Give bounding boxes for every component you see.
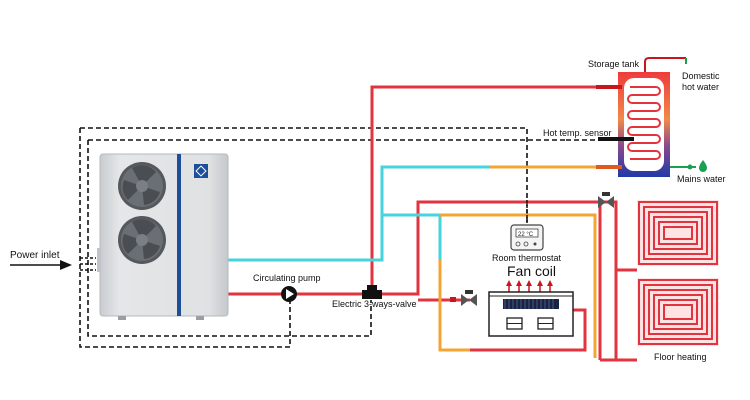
fan-icon (118, 162, 166, 210)
brand-logo-icon (194, 164, 208, 178)
fan-coil: Fan coil (488, 263, 574, 337)
fan-coil-label: Fan coil (507, 263, 556, 279)
electric-3-way-valve: Electric 3-ways-valve (332, 285, 417, 309)
circulating-pump: Circulating pump (253, 273, 321, 302)
balance-valve-icon (598, 192, 614, 208)
power-inlet-label: Power inlet (10, 250, 60, 261)
room-thermostat-label: Room thermostat (492, 253, 562, 263)
mains-water-label: Mains water (677, 174, 726, 184)
room-thermostat: 22 °C Room thermostat (492, 200, 562, 263)
hot-temp-sensor-label: Hot temp. sensor (543, 128, 612, 138)
floor-heating: Floor heating (637, 200, 719, 362)
heat-pump-unit (97, 153, 229, 320)
thermostat-display: 22 °C (518, 232, 534, 238)
balance-valve-icon (450, 290, 477, 306)
domestic-hot-water-label-1: Domestic (682, 71, 720, 81)
temp-sensor-icon (598, 137, 634, 141)
circulating-pump-label: Circulating pump (253, 273, 321, 283)
arrow-right-icon (60, 260, 72, 270)
power-inlet: Power inlet (10, 250, 96, 271)
valve-icon (367, 285, 377, 291)
fan-coil-icon (488, 291, 574, 337)
storage-tank-label: Storage tank (588, 59, 640, 69)
valve-label: Electric 3-ways-valve (332, 299, 417, 309)
storage-tank: Storage tank Domestic hot water Hot temp… (543, 57, 726, 184)
floor-heating-icon (637, 200, 719, 266)
domestic-hot-water-label-2: hot water (682, 82, 719, 92)
fan-icon (118, 216, 166, 264)
brand-stripe (177, 154, 181, 316)
floor-heating-label: Floor heating (654, 352, 707, 362)
water-drop-icon (699, 160, 707, 172)
floor-heating-icon (637, 278, 719, 346)
